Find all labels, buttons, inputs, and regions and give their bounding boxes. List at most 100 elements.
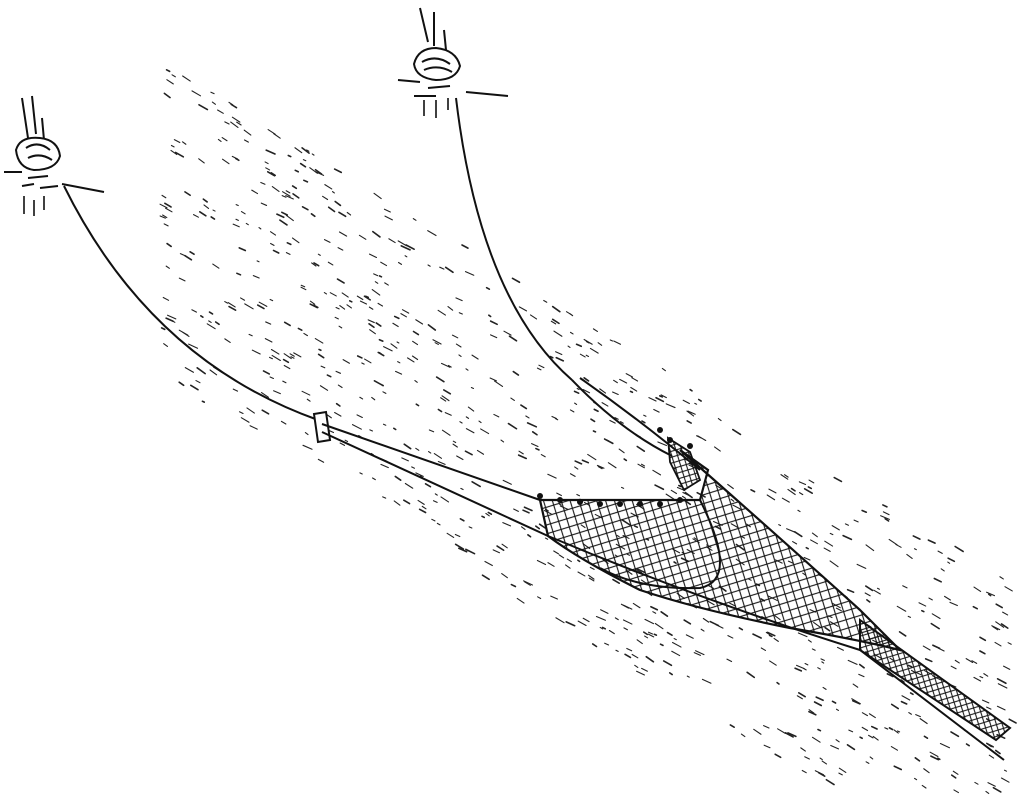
seabed-dash xyxy=(190,252,194,254)
seabed-dash xyxy=(948,562,950,563)
seabed-dash xyxy=(209,312,212,314)
seabed-dash xyxy=(408,358,415,362)
seabed-dash xyxy=(902,696,910,700)
seabed-dash xyxy=(836,740,839,742)
seabed-dash xyxy=(1008,643,1011,645)
seabed-dash xyxy=(437,523,440,524)
seabed-dash xyxy=(525,507,532,510)
seabed-dash xyxy=(940,744,949,748)
seabed-dash xyxy=(508,424,516,429)
seabed-dash xyxy=(795,668,801,671)
seabed-dash xyxy=(225,339,230,343)
seabed-dash xyxy=(428,325,435,330)
seabed-dash xyxy=(570,410,573,412)
seabed-dash xyxy=(577,388,579,389)
seabed-dash xyxy=(350,301,352,302)
float-icon xyxy=(677,497,683,503)
seabed-dash xyxy=(360,301,366,304)
seabed-dash xyxy=(179,382,183,385)
seabed-dash xyxy=(182,142,185,144)
seabed-dash xyxy=(237,122,241,125)
seabed-dash xyxy=(318,254,320,255)
seabed-dash xyxy=(490,378,496,381)
seabed-dash xyxy=(702,679,711,683)
seabed-dash xyxy=(503,480,511,484)
seabed-dash xyxy=(513,372,518,375)
seabed-dash xyxy=(236,158,239,160)
seabed-dash xyxy=(777,683,779,684)
seabed-dash xyxy=(637,671,645,675)
seabed-dash xyxy=(171,145,174,146)
seabed-dash xyxy=(312,154,314,155)
seabed-dash xyxy=(441,497,449,502)
seabed-dash xyxy=(1005,587,1012,591)
seabed-dash xyxy=(642,668,648,671)
seabed-dash xyxy=(995,642,1001,645)
seabed-dash xyxy=(398,362,400,363)
seabed-dash xyxy=(866,545,874,551)
seabed-dash xyxy=(610,420,615,423)
seabed-dash xyxy=(533,432,537,435)
seabed-dash xyxy=(429,452,431,454)
seabed-dash xyxy=(280,220,287,225)
seabed-dash xyxy=(548,474,556,478)
seabed-dash xyxy=(924,736,927,738)
seabed-dash xyxy=(728,636,733,638)
seabed-dash xyxy=(465,451,472,454)
seabed-dash xyxy=(598,343,602,346)
seabed-dash xyxy=(213,264,219,268)
seabed-dash xyxy=(368,320,374,323)
seabed-dash xyxy=(919,603,926,606)
seabed-dash xyxy=(502,574,508,578)
seabed-dash xyxy=(687,421,691,423)
seabed-dash xyxy=(854,520,858,522)
seabed-dash xyxy=(898,731,900,732)
seabed-dash xyxy=(862,713,867,716)
seabed-dash xyxy=(358,356,362,358)
seabed-dash xyxy=(272,355,280,360)
seabed-dash xyxy=(252,190,258,193)
seabed-dash xyxy=(684,620,690,624)
seabed-dash xyxy=(648,634,653,637)
seabed-dash xyxy=(426,484,431,487)
seabed-stipple xyxy=(160,70,1016,794)
seabed-dash xyxy=(764,726,769,728)
seabed-dash xyxy=(774,638,778,641)
seabed-dash xyxy=(239,248,245,251)
trawl-codend xyxy=(860,620,1010,740)
seabed-dash xyxy=(885,728,888,729)
seabed-dash xyxy=(554,551,559,554)
seabed-dash xyxy=(699,400,701,402)
seabed-dash xyxy=(837,647,843,650)
seabed-dash xyxy=(980,637,985,640)
float-icon xyxy=(557,497,563,503)
seabed-dash xyxy=(761,648,765,650)
seabed-dash xyxy=(384,209,390,212)
seabed-dash xyxy=(493,550,499,553)
seabed-dash xyxy=(614,380,618,382)
seabed-dash xyxy=(805,757,810,759)
seabed-dash xyxy=(179,278,185,281)
seabed-dash xyxy=(624,605,632,609)
seabed-dash xyxy=(929,598,932,600)
seabed-dash xyxy=(271,243,274,245)
seabed-dash xyxy=(455,534,459,536)
seabed-dash xyxy=(986,791,989,793)
seabed-dash xyxy=(671,490,676,493)
float-icon xyxy=(637,501,643,507)
seabed-dash xyxy=(482,575,489,579)
seabed-dash xyxy=(225,302,228,304)
seabed-dash xyxy=(673,642,681,647)
seabed-dash xyxy=(460,422,462,423)
seabed-dash xyxy=(318,459,323,462)
seabed-dash xyxy=(653,470,661,475)
seabed-dash xyxy=(211,217,214,219)
seabed-dash xyxy=(291,357,294,358)
seabed-dash xyxy=(909,713,912,715)
seabed-dash xyxy=(566,312,571,315)
right-wing-marker xyxy=(668,438,700,490)
seabed-dash xyxy=(509,336,516,341)
seabed-dash xyxy=(616,650,618,651)
seabed-dash xyxy=(272,187,279,192)
seabed-dash xyxy=(1001,778,1009,782)
